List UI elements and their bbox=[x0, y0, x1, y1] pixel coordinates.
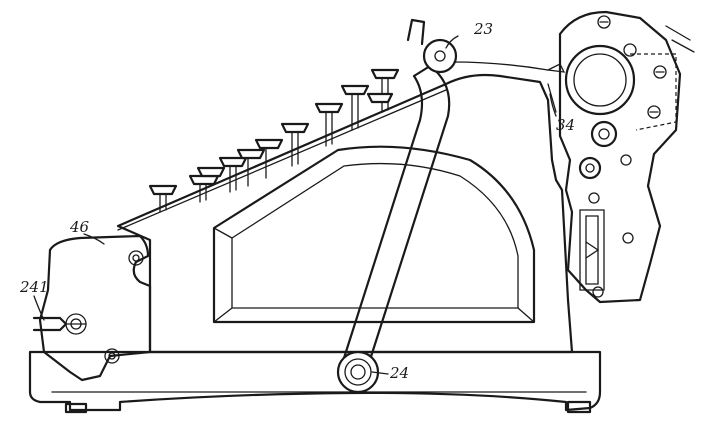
lever-arm bbox=[336, 18, 458, 394]
carriage-mechanism bbox=[558, 10, 695, 304]
top-wire bbox=[453, 61, 566, 113]
end-cover bbox=[32, 234, 152, 382]
label-23: 23 bbox=[473, 20, 493, 38]
label-241: 241 bbox=[19, 278, 49, 296]
leader-lines bbox=[33, 35, 557, 375]
label-46: 46 bbox=[69, 218, 90, 236]
label-34: 34 bbox=[556, 116, 575, 134]
frame-body bbox=[116, 73, 574, 354]
machine-base bbox=[28, 350, 602, 414]
label-24: 24 bbox=[389, 364, 409, 382]
key-row bbox=[148, 68, 400, 213]
